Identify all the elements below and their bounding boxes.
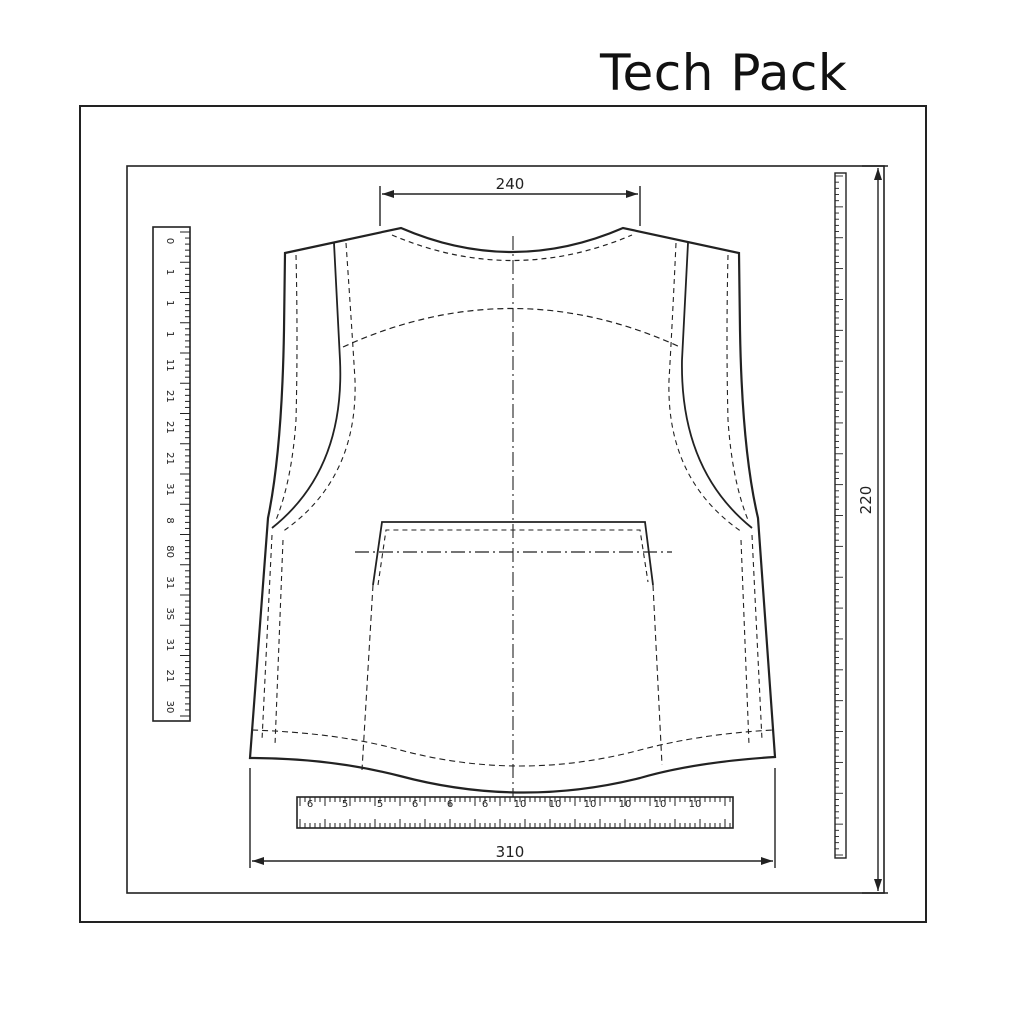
page-title: Tech Pack: [600, 44, 848, 102]
left-ruler-label: 31: [164, 638, 175, 651]
height-dimension: 220: [857, 165, 888, 894]
bottom-ruler-label: 10: [514, 799, 527, 810]
top-width-dimension: 240: [379, 175, 641, 226]
bottom-ruler-label: 6: [447, 799, 453, 810]
left-ruler-label: 1: [164, 331, 175, 337]
left-ruler-label: 1: [164, 269, 175, 275]
left-ruler-label: 80: [164, 545, 175, 558]
left-ruler-label: 8: [164, 517, 175, 523]
inner-frame: [126, 165, 885, 894]
left-ruler-label: 30: [164, 701, 175, 714]
left-ruler-label: 21: [164, 390, 175, 403]
left-ruler-label: 1: [164, 300, 175, 306]
bottom-ruler-label: 10: [619, 799, 632, 810]
bottom-ruler-label: 10: [654, 799, 667, 810]
height-label: 220: [857, 486, 875, 515]
outer-frame: [79, 105, 927, 923]
bottom-width-dimension: 310: [249, 768, 776, 868]
left-ruler-label: 31: [164, 576, 175, 589]
vest-drawing: [248, 226, 777, 800]
left-ruler-label: 21: [164, 670, 175, 683]
right-ruler: [834, 172, 847, 859]
bottom-width-label: 310: [496, 843, 525, 861]
left-ruler-label: 31: [164, 483, 175, 496]
bottom-ruler-label: 6: [482, 799, 488, 810]
left-ruler-label: 3S: [164, 607, 175, 620]
left-ruler-label: 11: [164, 359, 175, 372]
bottom-ruler-label: 5: [377, 799, 383, 810]
left-ruler-label: 0: [164, 238, 175, 244]
bottom-ruler-label: 10: [549, 799, 562, 810]
bottom-ruler-label: 10: [689, 799, 702, 810]
left-ruler-label: 21: [164, 452, 175, 465]
bottom-ruler-label: 10: [584, 799, 597, 810]
left-ruler-label: 21: [164, 421, 175, 434]
bottom-ruler: 6 5 5 6 6 6 10 10 10 10 10 10: [296, 796, 734, 829]
vest-outline: [248, 226, 777, 794]
bottom-ruler-label: 6: [307, 799, 313, 810]
pocket-outline: [372, 521, 654, 586]
bottom-ruler-label: 6: [412, 799, 418, 810]
top-width-label: 240: [496, 175, 525, 193]
bottom-ruler-label: 5: [342, 799, 348, 810]
